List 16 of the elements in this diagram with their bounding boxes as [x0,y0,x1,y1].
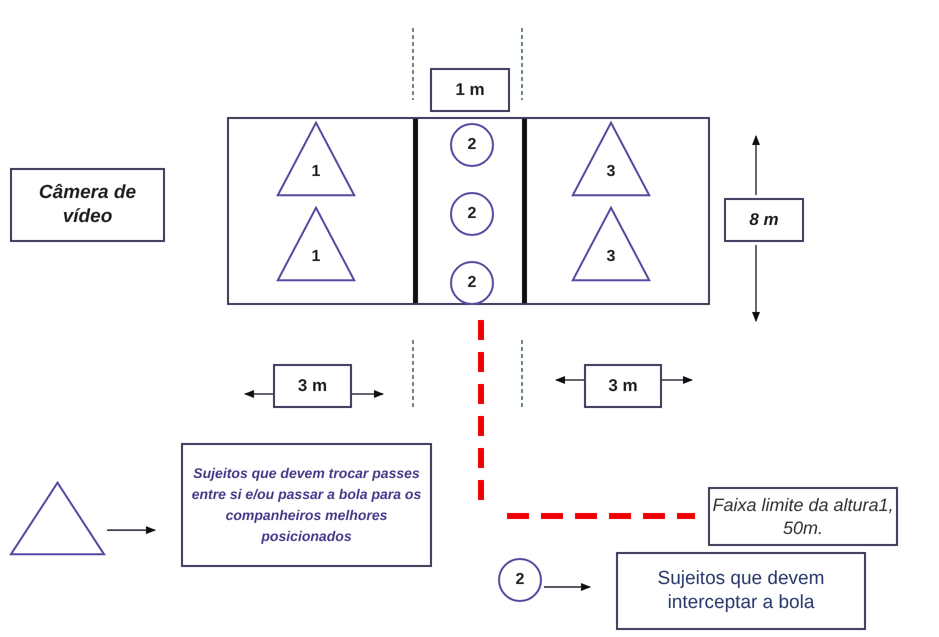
field-area [227,117,710,305]
legend-text-box: Sujeitos que devem trocar passes entre si e/ou passar a bola para os companheiros melhores posicionados [181,443,432,567]
player-triangle: 3 [572,122,650,196]
arrow [107,526,156,534]
arrow [544,583,591,592]
label-box: Faixa limite da altura1, 50m. [708,487,898,546]
dimension-box: 1 m [430,68,510,112]
dimension-box: 8 m [724,198,804,242]
player-triangle: 3 [572,207,650,281]
dimension-box: 3 m [584,364,662,408]
dimension-box: 3 m [273,364,352,408]
legend-triangle [10,482,105,555]
legend-text-box: Sujeitos que devem interceptar a bola [616,552,866,630]
player-triangle: 1 [277,122,355,196]
label-box: Câmera de vídeo [10,168,165,242]
player-triangle: 1 [277,207,355,281]
